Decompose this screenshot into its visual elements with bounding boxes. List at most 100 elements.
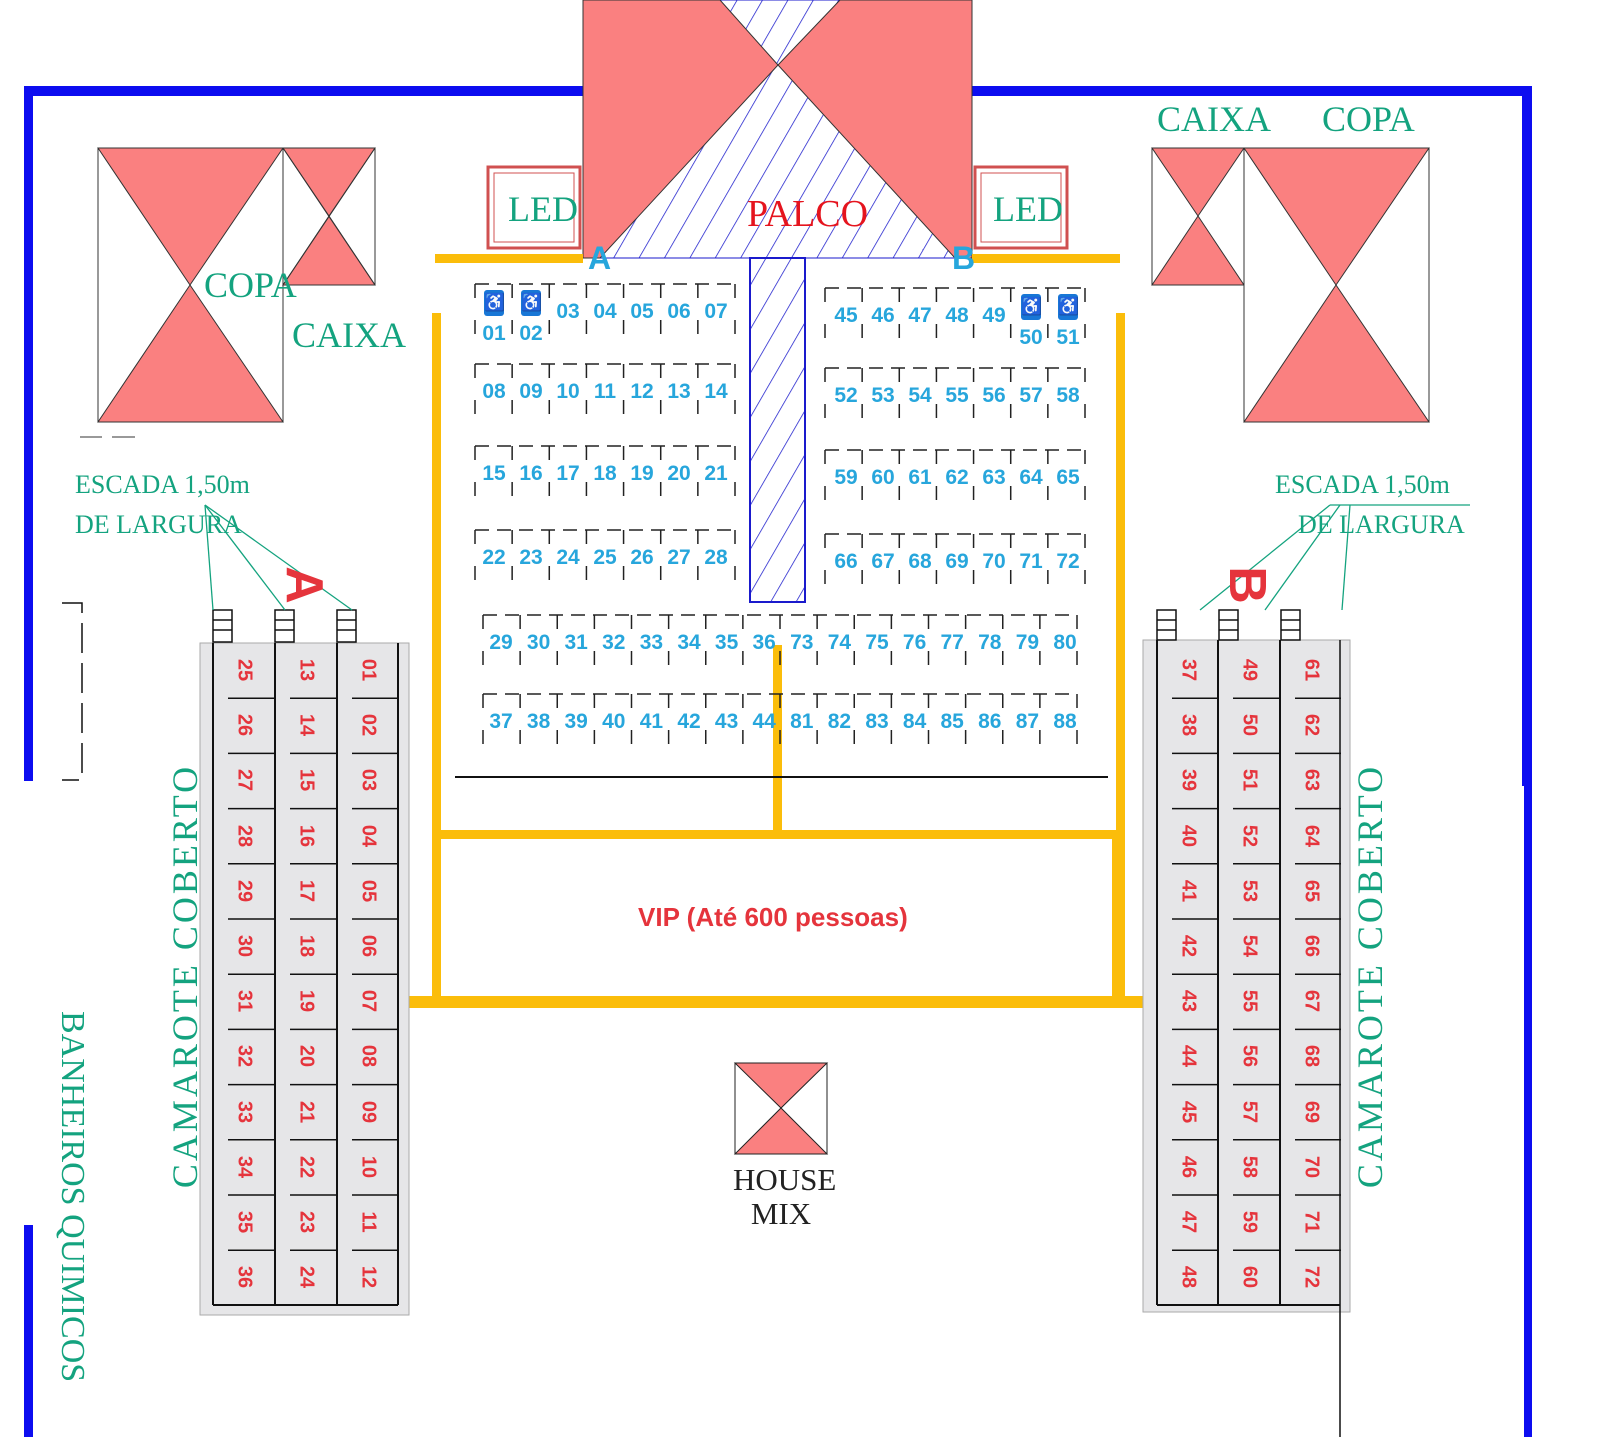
camarote-a-box-17[interactable]: 17	[295, 879, 318, 902]
camarote-a-box-23[interactable]: 23	[295, 1210, 318, 1234]
table-81[interactable]: 81	[790, 710, 814, 733]
table-27[interactable]: 27	[667, 546, 691, 569]
table-05[interactable]: 05	[630, 300, 654, 323]
camarote-b-box-59[interactable]: 59	[1238, 1210, 1261, 1234]
camarote-a-box-28[interactable]: 28	[233, 824, 256, 847]
camarote-b-box-64[interactable]: 64	[1300, 824, 1323, 847]
table-59[interactable]: 59	[834, 466, 858, 489]
table-24[interactable]: 24	[556, 546, 580, 569]
table-26[interactable]: 26	[630, 546, 654, 569]
table-63[interactable]: 63	[982, 466, 1006, 489]
camarote-a-box-15[interactable]: 15	[295, 769, 318, 792]
camarote-b-box-49[interactable]: 49	[1238, 658, 1261, 682]
camarote-b-box-54[interactable]: 54	[1238, 934, 1261, 958]
camarote-a-box-10[interactable]: 10	[357, 1155, 380, 1178]
camarote-a-box-12[interactable]: 12	[357, 1266, 380, 1289]
table-64[interactable]: 64	[1019, 466, 1043, 489]
table-60[interactable]: 60	[871, 466, 895, 489]
table-23[interactable]: 23	[519, 546, 543, 569]
table-57[interactable]: 57	[1019, 384, 1043, 407]
camarote-b-box-58[interactable]: 58	[1238, 1155, 1261, 1178]
table-78[interactable]: 78	[978, 631, 1002, 654]
camarote-a-box-05[interactable]: 05	[357, 879, 380, 902]
camarote-b-box-45[interactable]: 45	[1177, 1100, 1200, 1123]
camarote-a-box-35[interactable]: 35	[233, 1210, 256, 1234]
camarote-a-box-07[interactable]: 07	[357, 990, 380, 1013]
table-19[interactable]: 19	[630, 462, 654, 485]
camarote-a-box-09[interactable]: 09	[357, 1100, 380, 1123]
camarote-b-box-39[interactable]: 39	[1177, 769, 1200, 792]
table-34[interactable]: 34	[677, 631, 701, 654]
table-51[interactable]: 51	[1056, 326, 1080, 349]
table-10[interactable]: 10	[556, 380, 580, 403]
camarote-a-box-04[interactable]: 04	[357, 824, 380, 847]
table-75[interactable]: 75	[865, 631, 889, 654]
table-09[interactable]: 09	[519, 380, 543, 403]
table-38[interactable]: 38	[526, 710, 551, 733]
table-66[interactable]: 66	[834, 550, 858, 573]
camarote-b-box-67[interactable]: 67	[1300, 990, 1323, 1013]
camarote-a-box-27[interactable]: 27	[233, 769, 256, 792]
camarote-b-box-62[interactable]: 62	[1300, 714, 1323, 737]
camarote-a-box-29[interactable]: 29	[233, 879, 256, 902]
table-06[interactable]: 06	[667, 300, 691, 323]
camarote-b-box-43[interactable]: 43	[1177, 990, 1200, 1013]
camarote-a-box-19[interactable]: 19	[295, 990, 318, 1013]
table-69[interactable]: 69	[945, 550, 969, 573]
camarote-b-box-41[interactable]: 41	[1177, 879, 1200, 902]
table-84[interactable]: 84	[902, 710, 927, 733]
table-22[interactable]: 22	[482, 546, 506, 569]
camarote-a-box-33[interactable]: 33	[233, 1100, 256, 1123]
camarote-a-box-06[interactable]: 06	[357, 934, 380, 958]
camarote-b-box-66[interactable]: 66	[1300, 934, 1323, 958]
table-29[interactable]: 29	[489, 631, 513, 654]
camarote-a-box-01[interactable]: 01	[357, 658, 380, 682]
table-01[interactable]: 01	[482, 322, 506, 345]
camarote-a-box-08[interactable]: 08	[357, 1045, 380, 1068]
table-83[interactable]: 83	[865, 710, 889, 733]
camarote-a-box-18[interactable]: 18	[295, 934, 318, 958]
table-20[interactable]: 20	[667, 462, 691, 485]
table-42[interactable]: 42	[677, 710, 701, 733]
table-25[interactable]: 25	[593, 546, 617, 569]
table-65[interactable]: 65	[1056, 466, 1080, 489]
camarote-b-box-47[interactable]: 47	[1177, 1210, 1200, 1234]
camarote-b-box-37[interactable]: 37	[1177, 658, 1200, 682]
table-35[interactable]: 35	[714, 631, 739, 654]
table-02[interactable]: 02	[519, 322, 543, 345]
table-58[interactable]: 58	[1056, 384, 1080, 407]
table-48[interactable]: 48	[945, 304, 969, 327]
table-18[interactable]: 18	[593, 462, 617, 485]
table-08[interactable]: 08	[482, 380, 506, 403]
camarote-a-box-36[interactable]: 36	[233, 1266, 256, 1289]
table-32[interactable]: 32	[602, 631, 626, 654]
camarote-b-box-50[interactable]: 50	[1238, 714, 1261, 737]
table-17[interactable]: 17	[556, 462, 580, 485]
camarote-a-box-32[interactable]: 32	[233, 1045, 256, 1068]
table-74[interactable]: 74	[827, 631, 852, 654]
table-56[interactable]: 56	[982, 384, 1006, 407]
table-30[interactable]: 30	[526, 631, 551, 654]
camarote-b-box-56[interactable]: 56	[1238, 1045, 1261, 1068]
camarote-a-box-14[interactable]: 14	[295, 714, 318, 737]
table-68[interactable]: 68	[908, 550, 932, 573]
camarote-b-box-60[interactable]: 60	[1238, 1266, 1261, 1289]
camarote-a-box-11[interactable]: 11	[357, 1211, 380, 1233]
camarote-b-box-44[interactable]: 44	[1177, 1045, 1200, 1068]
table-31[interactable]: 31	[564, 631, 588, 654]
table-11[interactable]: 11	[593, 380, 617, 403]
table-82[interactable]: 82	[827, 710, 852, 733]
camarote-b-box-51[interactable]: 51	[1238, 769, 1261, 792]
camarote-b-box-68[interactable]: 68	[1300, 1045, 1323, 1068]
table-37[interactable]: 37	[489, 710, 513, 733]
table-88[interactable]: 88	[1053, 710, 1077, 733]
table-80[interactable]: 80	[1053, 631, 1077, 654]
camarote-b-box-70[interactable]: 70	[1300, 1155, 1323, 1178]
table-03[interactable]: 03	[556, 300, 580, 323]
table-72[interactable]: 72	[1056, 550, 1080, 573]
table-14[interactable]: 14	[704, 380, 728, 403]
camarote-a-box-02[interactable]: 02	[357, 714, 380, 737]
camarote-b-box-40[interactable]: 40	[1177, 824, 1200, 847]
table-49[interactable]: 49	[982, 304, 1006, 327]
table-43[interactable]: 43	[714, 710, 739, 733]
